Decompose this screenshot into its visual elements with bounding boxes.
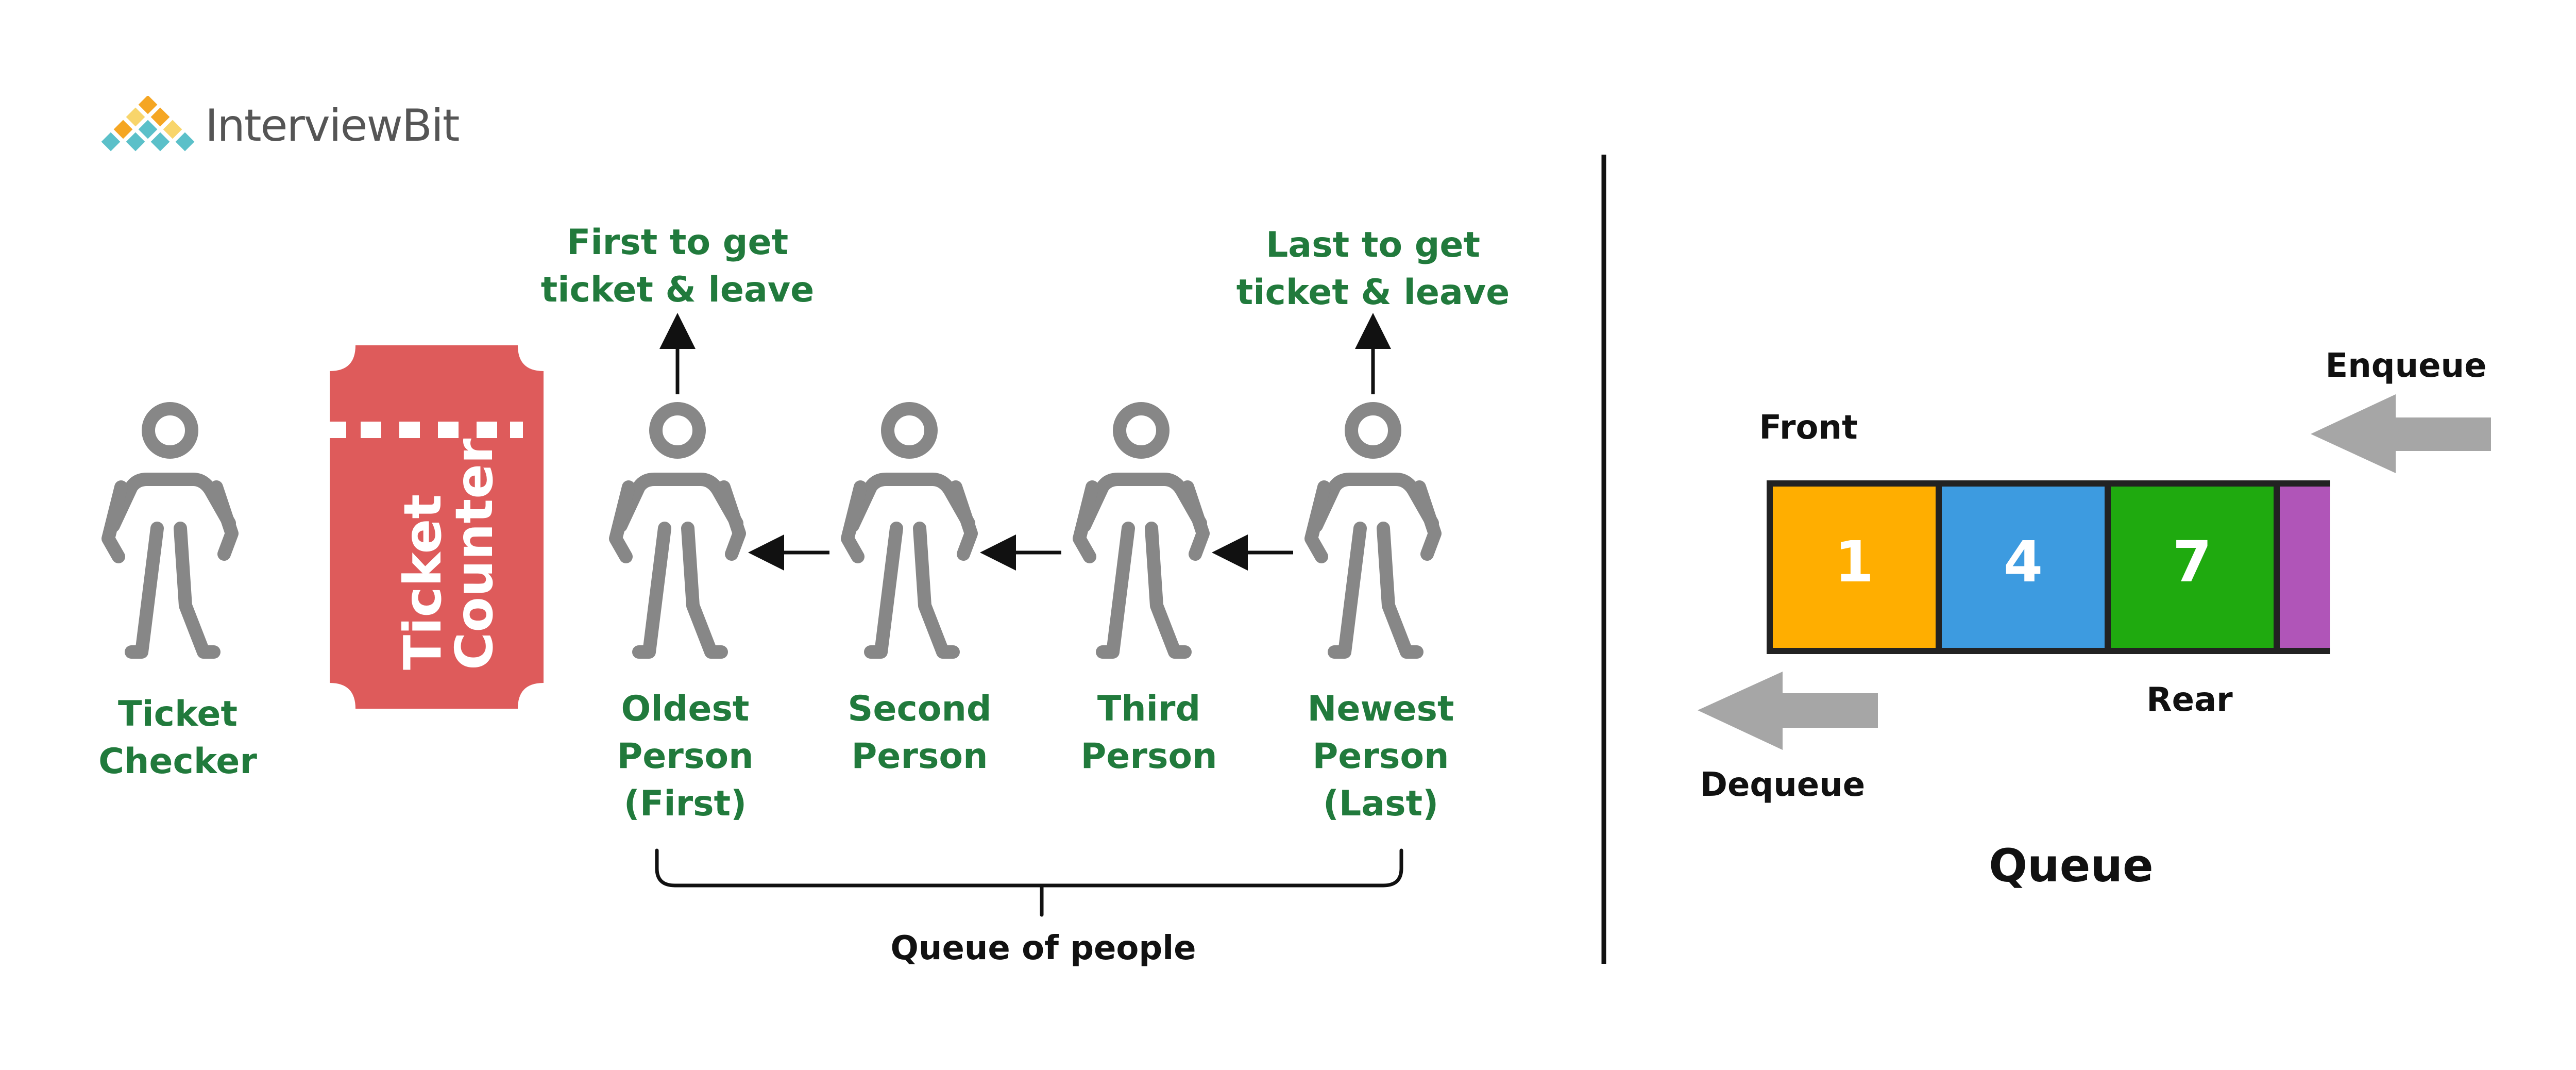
queue-bracket <box>655 848 1403 917</box>
queue-border <box>1767 480 2330 654</box>
queue-cell-2-value: 4 <box>2004 529 2043 595</box>
person-oldest <box>616 409 739 652</box>
logo-mark-icon <box>101 96 195 152</box>
person-second-label: Second Person <box>848 689 992 777</box>
queue-cell-1 <box>1770 483 1939 651</box>
enqueue-label: Enqueue <box>2325 347 2487 385</box>
ticket-counter-line1: Ticket <box>393 494 453 670</box>
rear-label: Rear <box>2146 681 2233 719</box>
queue-title: Queue <box>1989 839 2154 892</box>
person-second <box>848 409 971 652</box>
enqueue-arrow <box>2311 394 2491 473</box>
queue-structure: 1 4 7 <box>1767 480 2330 654</box>
person-newest-label: Newest Person (Last) <box>1307 689 1454 824</box>
ticket-checker-figure <box>108 409 232 652</box>
queue-cell-2 <box>1939 483 2108 651</box>
ticket-counter-line2: Counter <box>444 438 504 670</box>
first-note: First to get ticket & leave <box>540 222 815 310</box>
person-third-label: Third Person <box>1080 689 1217 777</box>
queue-cell-1-value: 1 <box>1835 529 1874 595</box>
interviewbit-logo: InterviewBit <box>99 96 460 156</box>
person-third <box>1079 409 1203 652</box>
ticket-counter: Ticket Counter <box>330 345 544 709</box>
queue-cell-4 <box>2277 483 2330 651</box>
bracket-label: Queue of people <box>890 929 1196 967</box>
ticket-checker-label: Ticket Checker <box>98 694 257 782</box>
dequeue-arrow <box>1698 672 1878 750</box>
logo-text: InterviewBit <box>205 100 460 152</box>
queue-cell-3-value: 7 <box>2173 529 2212 595</box>
front-label: Front <box>1759 409 1858 447</box>
last-note: Last to get ticket & leave <box>1236 225 1510 313</box>
person-newest <box>1311 409 1435 652</box>
person-oldest-label: Oldest Person (First) <box>617 689 754 824</box>
ticket-perforation <box>330 422 523 438</box>
dequeue-label: Dequeue <box>1700 766 1866 804</box>
queue-cell-3 <box>2108 483 2277 651</box>
